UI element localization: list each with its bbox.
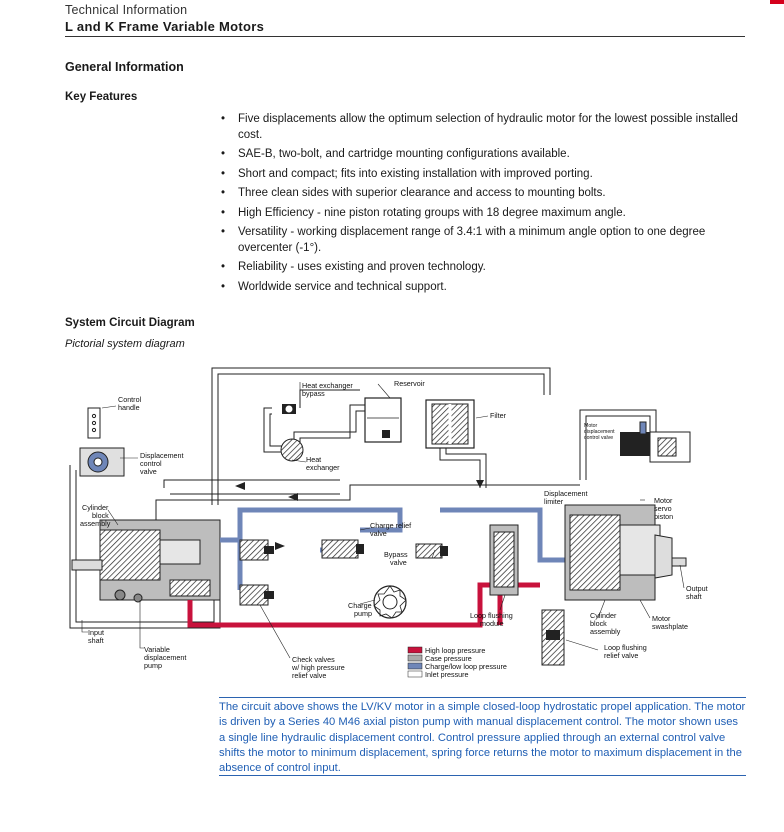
feature-item: High Efficiency - nine piston rotating g… [218, 206, 748, 222]
charge-relief-valve [321, 539, 364, 559]
legend-item-inlet-pressure: Inlet pressure [407, 670, 469, 679]
heat-exchanger-bypass-valve [282, 404, 296, 414]
feature-item: Worldwide service and technical support. [218, 280, 748, 296]
svg-text:Charge/low loop pressure: Charge/low loop pressure [425, 662, 507, 671]
header-divider [65, 36, 745, 37]
reservoir [364, 397, 402, 443]
circuit-heading: System Circuit Diagram [65, 317, 195, 329]
brand-accent-mark [770, 0, 784, 4]
displacement-control-valve [79, 407, 125, 477]
caption-top-rule [219, 697, 746, 698]
legend-item-charge-low-loop-pressure: Charge/low loop pressure [407, 662, 507, 671]
filter [425, 399, 475, 449]
feature-item: Reliability - uses existing and proven t… [218, 260, 748, 276]
page-title: L and K Frame Variable Motors [65, 19, 265, 34]
general-information-heading: General Information [65, 60, 184, 74]
circuit-subheading: Pictorial system diagram [65, 338, 185, 350]
flow-arrows [235, 480, 484, 550]
svg-text:Case pressure: Case pressure [425, 654, 472, 663]
heat-exchanger [280, 438, 304, 462]
heat-exchanger-loop [263, 389, 380, 453]
feature-item: Five displacements allow the optimum sel… [218, 112, 748, 143]
charge-pump [373, 585, 407, 619]
case-drain-lines [69, 367, 657, 629]
check-valves [239, 539, 274, 606]
bypass-valve [415, 543, 448, 559]
motor-body [564, 504, 687, 601]
key-features-list: Five displacements allow the optimum sel… [218, 112, 748, 299]
feature-item: SAE-B, two-bolt, and cartridge mounting … [218, 147, 748, 163]
variable-displacement-pump [71, 519, 221, 603]
legend-item-high-loop-pressure: High loop pressure [407, 646, 485, 655]
caption-bottom-rule [219, 775, 746, 776]
feature-item: Versatility - working displacement range… [218, 225, 748, 256]
callout-leaders [81, 382, 685, 659]
circuit-caption: The circuit above shows the LV/KV motor … [219, 701, 746, 775]
legend-item-case-pressure: Case pressure [407, 654, 472, 663]
case-pressure-lines [155, 479, 580, 520]
pressure-legend: High loop pressure Case pressure Charge/… [407, 646, 507, 679]
loop-flushing-module [489, 524, 519, 596]
feature-item: Three clean sides with superior clearanc… [218, 186, 748, 202]
svg-text:Reservoir: Reservoir [394, 379, 425, 388]
svg-text:High loop pressure: High loop pressure [425, 646, 485, 655]
high-loop-pressure-lines [187, 582, 540, 628]
svg-text:Inlet pressure: Inlet pressure [425, 670, 469, 679]
feature-item: Short and compact; fits into existing in… [218, 167, 748, 183]
header-section-label: Technical Information [65, 3, 188, 17]
key-features-heading: Key Features [65, 91, 138, 103]
loop-flushing-relief-valve [541, 609, 565, 666]
motor-displacement-control-valve [620, 421, 691, 463]
svg-text:Filter: Filter [490, 411, 507, 420]
